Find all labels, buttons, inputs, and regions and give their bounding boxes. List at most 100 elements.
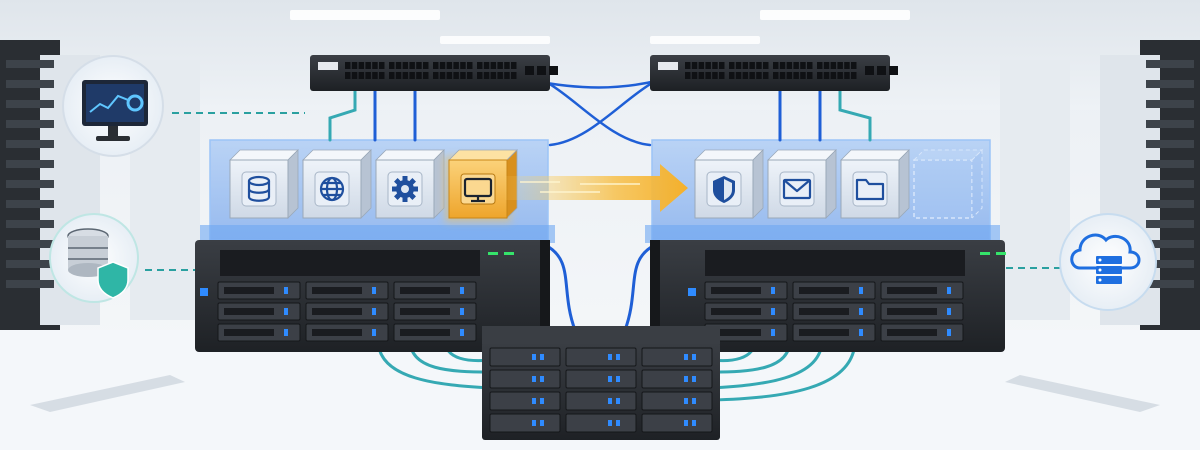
switch-port [345, 72, 351, 79]
switch-port [749, 62, 755, 69]
drive-slot [799, 329, 849, 336]
callout-left-bottom [49, 213, 195, 303]
storage-drive-bay [565, 413, 637, 433]
drive-led [771, 308, 775, 315]
switch-port [402, 72, 409, 79]
drive-led [859, 308, 863, 315]
switch-port [389, 62, 395, 69]
storage-drive-bay [565, 347, 637, 367]
switch-port [712, 62, 718, 69]
drive-slot [400, 287, 450, 294]
dashboard-monitor-icon [82, 80, 148, 141]
switch-port [844, 62, 850, 69]
switch-port [423, 62, 429, 69]
switch-port [372, 62, 378, 69]
storage-drive-bay [641, 413, 713, 433]
drive-led [540, 354, 544, 360]
drive-led [684, 398, 688, 404]
drive-slot [400, 329, 450, 336]
drive-led [284, 287, 288, 294]
drive-led [540, 376, 544, 382]
switch-port [793, 72, 799, 79]
storage-drive-bay [565, 391, 637, 411]
drive-led [540, 398, 544, 404]
switch-port [735, 72, 742, 79]
drive-led [859, 329, 863, 336]
switch-port [763, 72, 769, 79]
drive-led [616, 354, 620, 360]
vm-cubes-right [694, 148, 984, 219]
switch-port [742, 62, 749, 69]
drive-led [532, 354, 536, 360]
vm-cube [840, 149, 910, 219]
globe-icon [319, 176, 345, 202]
switch-port [773, 72, 779, 79]
switch-port [453, 62, 459, 69]
switch-port [372, 72, 378, 79]
switch-port [830, 72, 837, 79]
switch-port [490, 62, 497, 69]
switch-port [490, 72, 497, 79]
drive-led [684, 354, 688, 360]
callout-left-top [62, 55, 305, 157]
drive-slot [224, 329, 274, 336]
switch-port [779, 62, 786, 69]
drive-slot [711, 329, 761, 336]
monitor-icon [463, 177, 493, 203]
vm-cube [445, 149, 518, 222]
database-icon [247, 175, 271, 202]
drive-led [616, 376, 620, 382]
switch-port [807, 72, 813, 79]
switch-port [823, 62, 830, 69]
switch-port [497, 72, 503, 79]
drive-slot [799, 287, 849, 294]
drive-slot [711, 287, 761, 294]
switch-port [379, 62, 385, 69]
sfp-port [877, 66, 886, 75]
vm-cube [229, 149, 299, 219]
switch-port [817, 62, 823, 69]
switch-port [800, 72, 806, 79]
switch-port [504, 62, 510, 69]
drive-slot [312, 287, 362, 294]
vm-cube [913, 148, 984, 219]
drive-slot [224, 308, 274, 315]
switch-port [729, 72, 735, 79]
drive-led [771, 287, 775, 294]
drive-led [532, 420, 536, 426]
vm-migration-arrow [505, 164, 688, 212]
drive-led [684, 376, 688, 382]
sfp-port [525, 66, 534, 75]
drive-slot [799, 308, 849, 315]
switch-port [851, 62, 857, 69]
vm-cube [694, 149, 764, 219]
drive-slot [887, 329, 937, 336]
drive-slot [887, 287, 937, 294]
switch-port [433, 72, 439, 79]
sfp-port [549, 66, 558, 75]
drive-led [692, 398, 696, 404]
switch-port [453, 72, 459, 79]
vm-cube [302, 149, 372, 219]
drive-led [460, 287, 464, 294]
drive-led [947, 308, 951, 315]
switch-port [830, 62, 837, 69]
switch-port [742, 72, 749, 79]
vm-cubes-left [229, 149, 518, 222]
switch-port [365, 62, 371, 69]
gear-icon [392, 176, 418, 202]
drive-led [608, 376, 612, 382]
storage-drive-bay [489, 369, 561, 389]
switch-port [763, 62, 769, 69]
switch-port [793, 62, 799, 69]
storage-drive-bay [641, 347, 713, 367]
drive-led [684, 420, 688, 426]
switch-port [685, 62, 691, 69]
switch-port [497, 62, 503, 69]
switch-port [446, 62, 453, 69]
storage-drive-bay [489, 347, 561, 367]
switch-port [395, 62, 402, 69]
switch-port [351, 62, 358, 69]
drive-slot [887, 308, 937, 315]
